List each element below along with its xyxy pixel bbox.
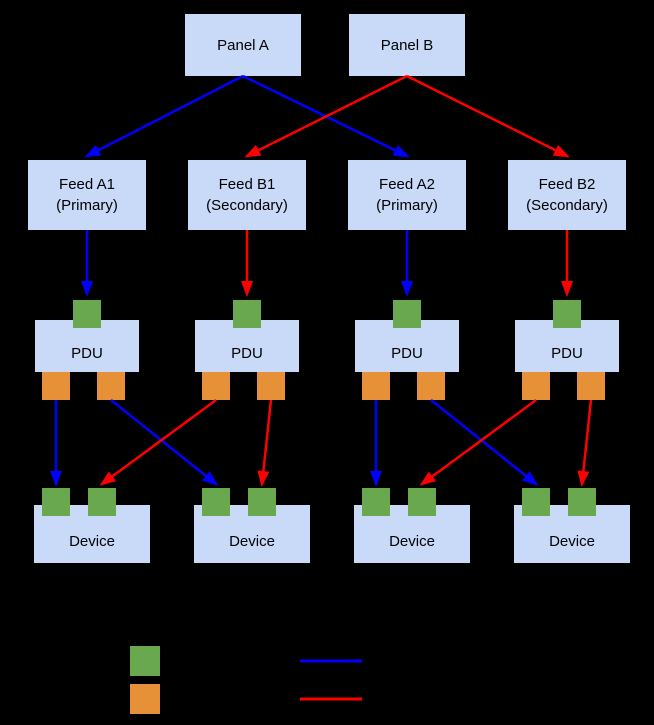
arrow-pdu-1-to-device-2	[110, 399, 219, 486]
pdu-input-port	[553, 300, 581, 328]
pdu-output-port	[577, 372, 605, 400]
arrow-pdu-4-to-device-3	[419, 398, 537, 486]
feed-a1-sublabel: (Primary)	[56, 197, 118, 214]
pdu-input-port	[73, 300, 101, 328]
pdu-output-port	[362, 372, 390, 400]
panel-b-label: Panel B	[380, 36, 434, 54]
pdu-output-port	[522, 372, 550, 400]
pdu-input-port	[393, 300, 421, 328]
feed-a2-sublabel: (Primary)	[376, 197, 438, 214]
legend-input-port-swatch	[130, 646, 160, 676]
device-input-port	[42, 488, 70, 516]
arrow-pdu-2-to-device-2	[257, 399, 273, 487]
feed-b2-label: Feed B2	[538, 176, 596, 193]
node-feed-a2: Feed A2 (Primary)	[348, 160, 466, 230]
feed-a2-label: Feed A2	[379, 176, 435, 193]
pdu-output-port	[417, 372, 445, 400]
pdu-output-port	[257, 372, 285, 400]
device-1-label: Device	[69, 532, 115, 550]
device-2-label: Device	[229, 532, 275, 550]
node-feed-b2: Feed B2 (Secondary)	[508, 160, 626, 230]
node-panel-a: Panel A	[185, 14, 301, 76]
pdu-output-port	[97, 372, 125, 400]
node-pdu-1: PDU	[35, 320, 139, 372]
pdu-input-port	[233, 300, 261, 328]
arrow-panel-b-to-feed-b1	[244, 74, 408, 158]
arrow-panel-a-to-feed-a2	[242, 74, 410, 158]
device-input-port	[408, 488, 436, 516]
device-3-label: Device	[389, 532, 435, 550]
device-4-label: Device	[549, 532, 595, 550]
panel-a-label: Panel A	[217, 36, 269, 54]
device-input-port	[88, 488, 116, 516]
node-pdu-3: PDU	[355, 320, 459, 372]
device-input-port	[202, 488, 230, 516]
pdu-3-label: PDU	[391, 344, 423, 362]
node-panel-b: Panel B	[349, 14, 465, 76]
pdu-output-port	[42, 372, 70, 400]
device-input-port	[248, 488, 276, 516]
feed-a1-label: Feed A1	[59, 176, 115, 193]
arrow-panel-b-to-feed-b2	[406, 74, 570, 158]
arrow-pdu-3-to-device-4	[430, 399, 539, 486]
pdu-4-label: PDU	[551, 344, 583, 362]
pdu-output-port	[202, 372, 230, 400]
node-pdu-4: PDU	[515, 320, 619, 372]
legend-output-port-swatch	[130, 684, 160, 714]
arrow-pdu-2-to-device-1	[99, 398, 217, 486]
feed-b1-label: Feed B1	[218, 176, 276, 193]
feed-b2-sublabel: (Secondary)	[526, 197, 608, 214]
device-input-port	[522, 488, 550, 516]
device-input-port	[362, 488, 390, 516]
node-feed-b1: Feed B1 (Secondary)	[188, 160, 306, 230]
node-pdu-2: PDU	[195, 320, 299, 372]
node-feed-a1: Feed A1 (Primary)	[28, 160, 146, 230]
arrow-panel-a-to-feed-a1	[84, 74, 244, 158]
pdu-2-label: PDU	[231, 344, 263, 362]
arrow-pdu-4-to-device-4	[577, 399, 593, 487]
device-input-port	[568, 488, 596, 516]
feed-b1-sublabel: (Secondary)	[206, 197, 288, 214]
pdu-1-label: PDU	[71, 344, 103, 362]
